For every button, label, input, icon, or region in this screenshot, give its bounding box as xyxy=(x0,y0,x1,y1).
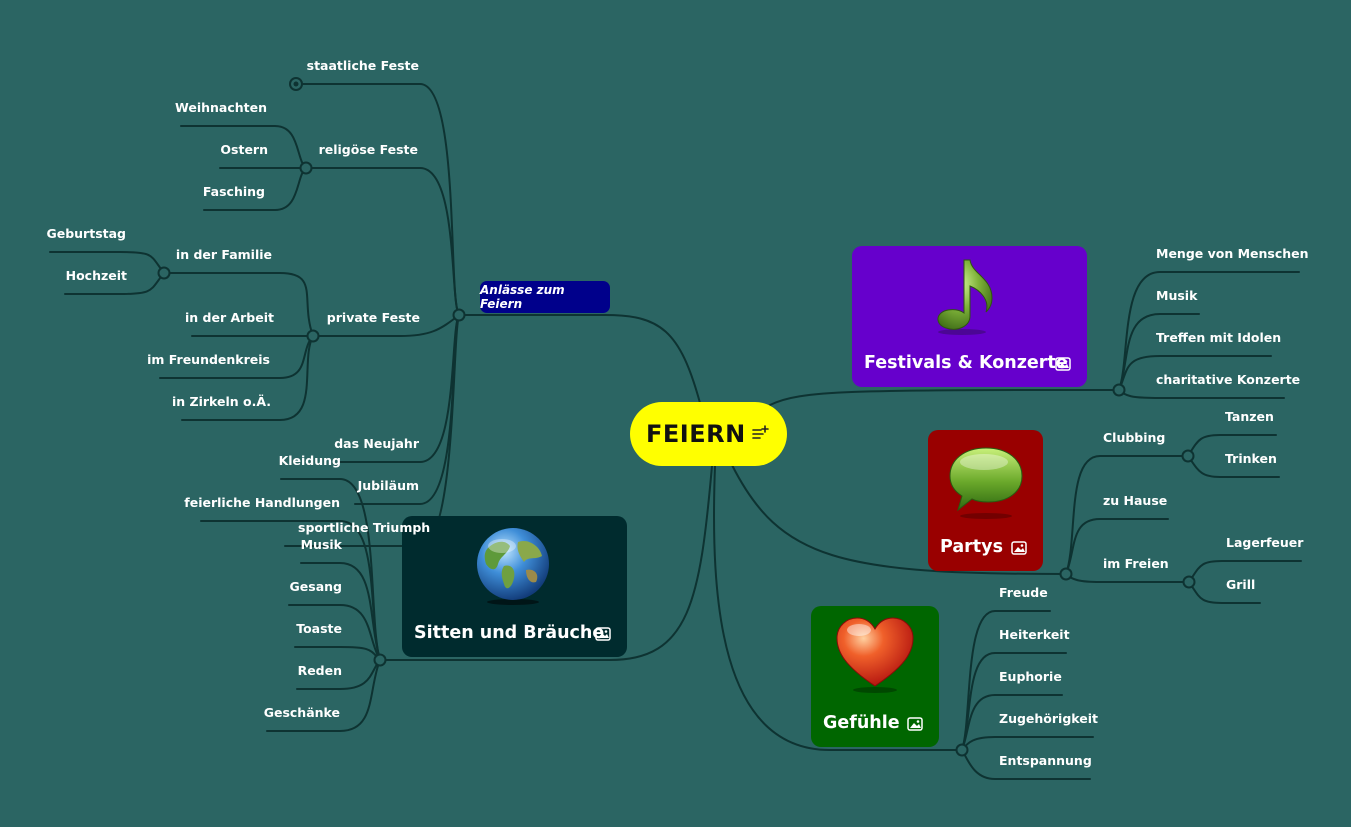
node-musik-festivals[interactable]: Musik xyxy=(1156,288,1198,303)
node-toaste[interactable]: Toaste xyxy=(296,621,342,636)
node-in-zirkeln[interactable]: in Zirkeln o.Ä. xyxy=(171,394,271,409)
node-staatliche-feste[interactable]: staatliche Feste xyxy=(306,58,419,73)
collapsed-node-marker[interactable] xyxy=(289,77,303,91)
node-charitative-konzerte[interactable]: charitative Konzerte xyxy=(1156,372,1301,387)
node-gesang[interactable]: Gesang xyxy=(289,579,342,594)
node-religioese-feste[interactable]: religöse Feste xyxy=(318,142,418,157)
music-note-icon xyxy=(937,259,993,335)
globe-icon xyxy=(477,528,549,605)
festivals-card[interactable]: Festivals & Konzerte xyxy=(852,246,1087,387)
root-node[interactable]: FEIERN xyxy=(630,402,787,466)
node-clubbing[interactable]: Clubbing xyxy=(1103,430,1166,445)
sitten-card[interactable]: Sitten und Bräuche xyxy=(402,516,627,657)
node-euphorie[interactable]: Euphorie xyxy=(999,669,1062,684)
gefuehle-title: Gefühle xyxy=(823,713,900,733)
node-weihnachten[interactable]: Weihnachten xyxy=(175,100,267,115)
node-zu-hause[interactable]: zu Hause xyxy=(1103,493,1168,508)
node-im-freundenkreis[interactable]: im Freundenkreis xyxy=(147,352,270,367)
anlaesse-node[interactable]: Anlässe zum Feiern xyxy=(480,281,610,313)
node-lagerfeuer[interactable]: Lagerfeuer xyxy=(1226,535,1304,550)
root-title: FEIERN xyxy=(646,420,746,448)
speech-bubble-icon xyxy=(949,447,1023,519)
node-heiterkeit[interactable]: Heiterkeit xyxy=(999,627,1070,642)
node-geburtstag[interactable]: Geburtstag xyxy=(46,226,126,241)
node-private-feste[interactable]: private Feste xyxy=(326,310,420,325)
node-zugehoerigkeit[interactable]: Zugehörigkeit xyxy=(999,711,1098,726)
node-in-der-arbeit[interactable]: in der Arbeit xyxy=(184,310,274,325)
node-trinken[interactable]: Trinken xyxy=(1225,451,1277,466)
node-sportliche-triumph[interactable]: sportliche Triumph xyxy=(298,520,431,535)
image-icon[interactable] xyxy=(1011,541,1027,555)
node-fasching[interactable]: Fasching xyxy=(202,184,265,199)
node-geschaenke[interactable]: Geschänke xyxy=(263,705,340,720)
sitten-title: Sitten und Bräuche xyxy=(414,623,605,643)
image-icon[interactable] xyxy=(1055,357,1071,371)
partys-title: Partys xyxy=(940,537,1003,557)
node-menge-von-menschen[interactable]: Menge von Menschen xyxy=(1156,246,1309,261)
node-entspannung[interactable]: Entspannung xyxy=(999,753,1092,768)
node-ostern[interactable]: Ostern xyxy=(220,142,268,157)
node-jubilaeum[interactable]: Jubiläum xyxy=(357,478,419,493)
festivals-title: Festivals & Konzerte xyxy=(864,353,1068,373)
node-feierliche-handlungen[interactable]: feierliche Handlungen xyxy=(184,495,340,510)
heart-icon xyxy=(836,617,914,693)
node-treffen-mit-idolen[interactable]: Treffen mit Idolen xyxy=(1156,330,1282,345)
partys-card[interactable]: Partys xyxy=(928,430,1043,571)
node-tanzen[interactable]: Tanzen xyxy=(1225,409,1274,424)
image-icon[interactable] xyxy=(595,627,611,641)
node-in-der-familie[interactable]: in der Familie xyxy=(175,247,272,262)
node-kleidung[interactable]: Kleidung xyxy=(278,453,341,468)
node-im-freien[interactable]: im Freien xyxy=(1103,556,1169,571)
node-grill[interactable]: Grill xyxy=(1226,577,1256,592)
node-musik-sitten[interactable]: Musik xyxy=(300,537,342,552)
node-hochzeit[interactable]: Hochzeit xyxy=(65,268,127,283)
image-icon[interactable] xyxy=(907,717,923,731)
note-icon[interactable] xyxy=(751,424,769,442)
node-freude[interactable]: Freude xyxy=(999,585,1048,600)
gefuehle-card[interactable]: Gefühle xyxy=(811,606,939,747)
node-das-neujahr[interactable]: das Neujahr xyxy=(334,436,419,451)
node-reden[interactable]: Reden xyxy=(297,663,342,678)
